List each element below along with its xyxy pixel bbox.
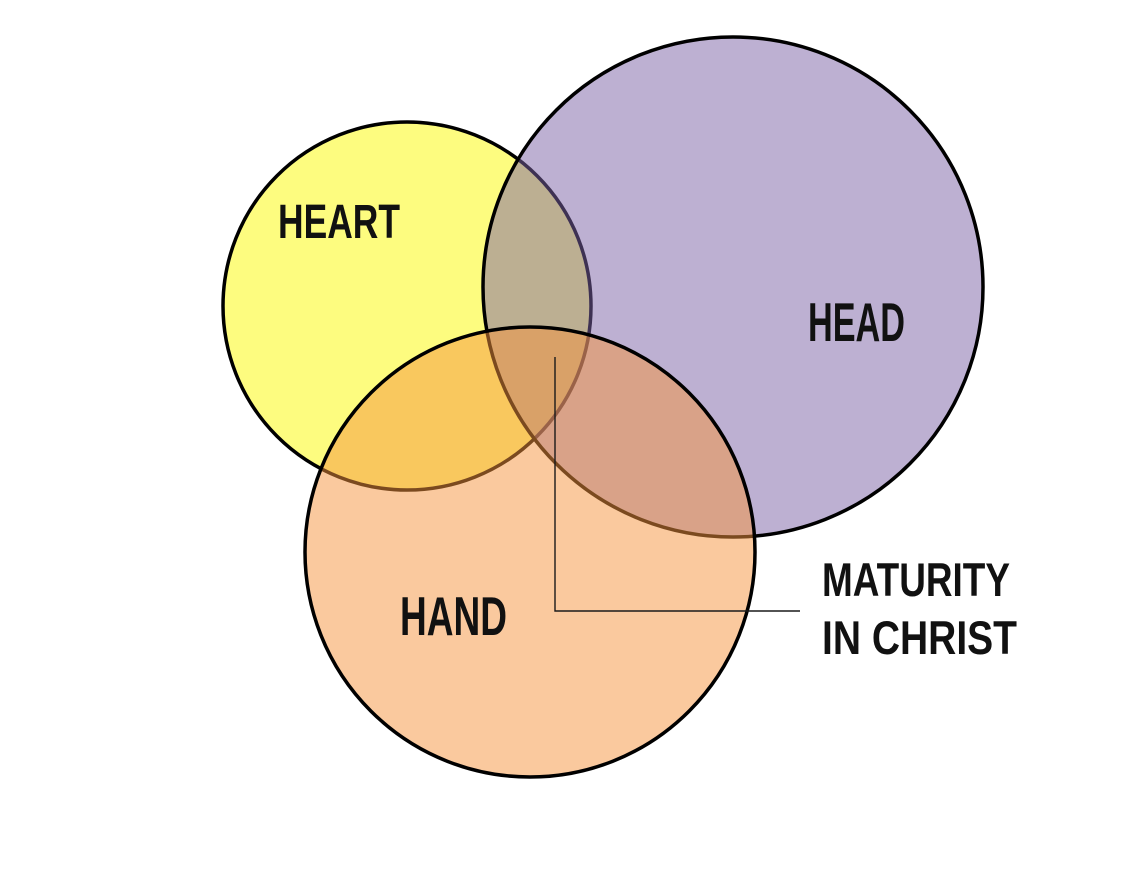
hand-circle [303, 325, 757, 779]
annotation-line1: MATURITY [822, 553, 1010, 606]
heart-label: HEART [278, 196, 400, 249]
leader-line [554, 357, 800, 612]
hand-label: HAND [400, 585, 507, 647]
annotation-line2: IN CHRIST [822, 611, 1017, 664]
head-label: HEAD [808, 291, 905, 353]
